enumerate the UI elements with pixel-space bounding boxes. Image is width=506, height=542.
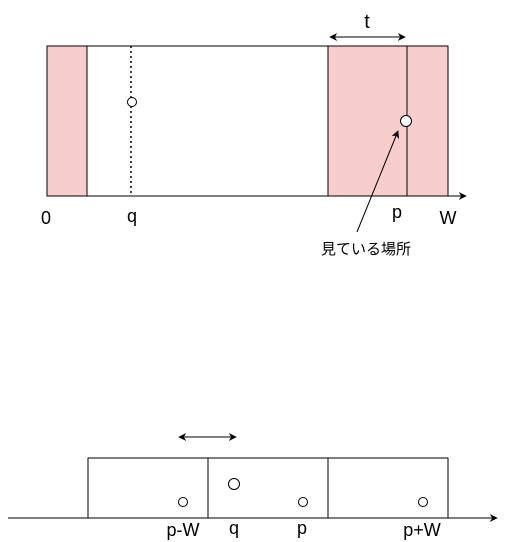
p-point [400,115,412,127]
bottom-label-p-minus-W: p-W [167,520,200,540]
bottom-box-middle [207,457,329,519]
bottom-label-p: p [297,518,307,538]
point-p-plus-W [418,497,428,507]
bottom-label-q: q [229,518,239,538]
top-label-W: W [440,208,457,228]
point-p-minus-W [178,497,188,507]
q-point [127,97,137,107]
annotation-arrow [356,130,399,233]
middle-region [86,45,329,197]
left-shaded-region [46,45,88,197]
top-label-0: 0 [41,208,51,228]
bottom-diagram: p-W q p p+W [8,433,498,540]
annotation-label: 見ている場所 [321,240,411,258]
t-label: t [364,11,370,33]
bottom-label-p-plus-W: p+W [403,520,441,540]
point-p [298,497,308,507]
top-diagram: 0 q p W t 見ている場所 [41,11,467,258]
bottom-box-left [87,457,209,519]
right-shaded-region [327,45,449,197]
point-q [228,478,240,490]
top-label-p: p [392,202,402,222]
bottom-box-right [327,457,449,519]
top-label-q: q [127,206,137,226]
